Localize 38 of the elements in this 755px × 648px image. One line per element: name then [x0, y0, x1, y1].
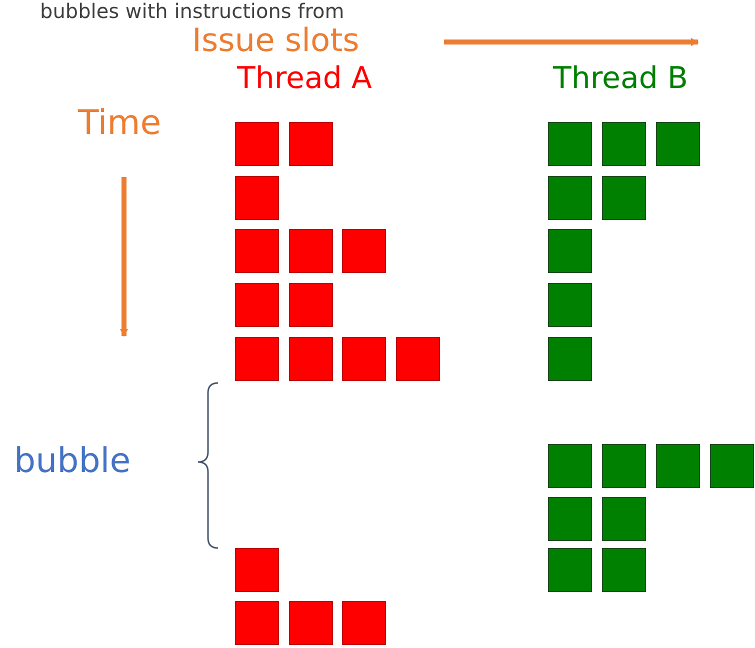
square-block — [342, 337, 386, 381]
square-block — [548, 548, 592, 592]
square-block — [602, 444, 646, 488]
square-block — [602, 548, 646, 592]
square-block — [289, 601, 333, 645]
square-block — [548, 122, 592, 166]
square-block — [548, 444, 592, 488]
square-block — [235, 283, 279, 327]
square-block — [602, 497, 646, 541]
axis-label: Issue slots — [192, 24, 360, 56]
square-block — [235, 176, 279, 220]
square-block — [548, 337, 592, 381]
square-block — [548, 176, 592, 220]
square-block — [235, 229, 279, 273]
square-block — [396, 337, 440, 381]
square-block — [548, 229, 592, 273]
square-block — [342, 601, 386, 645]
square-block — [656, 444, 700, 488]
square-block — [235, 601, 279, 645]
square-block — [548, 497, 592, 541]
square-block — [342, 229, 386, 273]
square-block — [548, 283, 592, 327]
square-block — [289, 229, 333, 273]
square-block — [602, 176, 646, 220]
square-block — [289, 122, 333, 166]
square-block — [235, 337, 279, 381]
heading-text: bubbles with instructions from — [40, 1, 344, 21]
axis-label: Time — [78, 106, 162, 140]
square-block — [656, 122, 700, 166]
column-heading: Thread A — [237, 64, 372, 94]
bubble-label: bubble — [14, 444, 131, 478]
square-block — [235, 548, 279, 592]
square-block — [710, 444, 754, 488]
square-block — [235, 122, 279, 166]
column-heading: Thread B — [553, 64, 688, 94]
square-block — [289, 337, 333, 381]
square-block — [602, 122, 646, 166]
square-block — [289, 283, 333, 327]
